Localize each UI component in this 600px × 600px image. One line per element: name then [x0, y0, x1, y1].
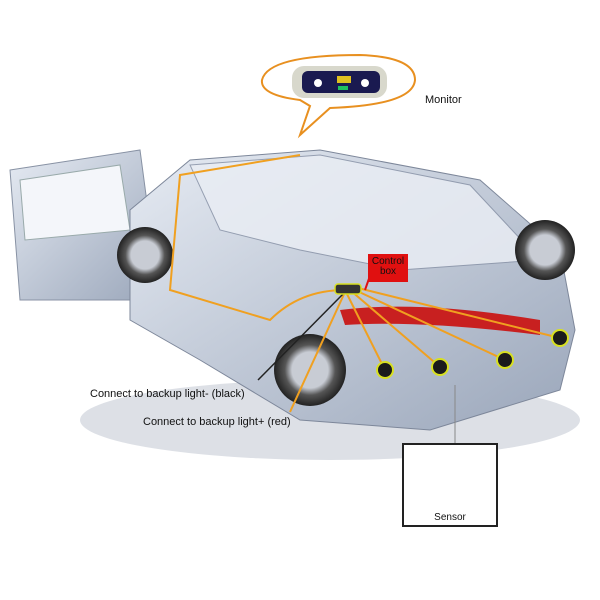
black-wire	[257, 291, 346, 381]
monitor-label: Monitor	[425, 94, 462, 106]
sensors	[376, 329, 569, 379]
sensor-inset: Sensor	[402, 443, 498, 527]
tail-light	[340, 306, 540, 335]
backup-light-positive-label: Connect to backup light+ (red)	[143, 416, 291, 428]
control-box-label: Control box	[368, 254, 408, 282]
front-wheel	[117, 227, 173, 283]
sensor-2	[431, 358, 449, 376]
backup-light-negative-label: Connect to backup light- (black)	[90, 388, 245, 400]
sensor-3	[496, 351, 514, 369]
wiring	[168, 154, 561, 413]
spare-wheel	[515, 220, 575, 280]
control-box	[334, 283, 362, 295]
car-interior	[189, 154, 542, 271]
sensor-1	[376, 361, 394, 379]
sensor-4	[551, 329, 569, 347]
sensor-label: Sensor	[434, 512, 466, 523]
